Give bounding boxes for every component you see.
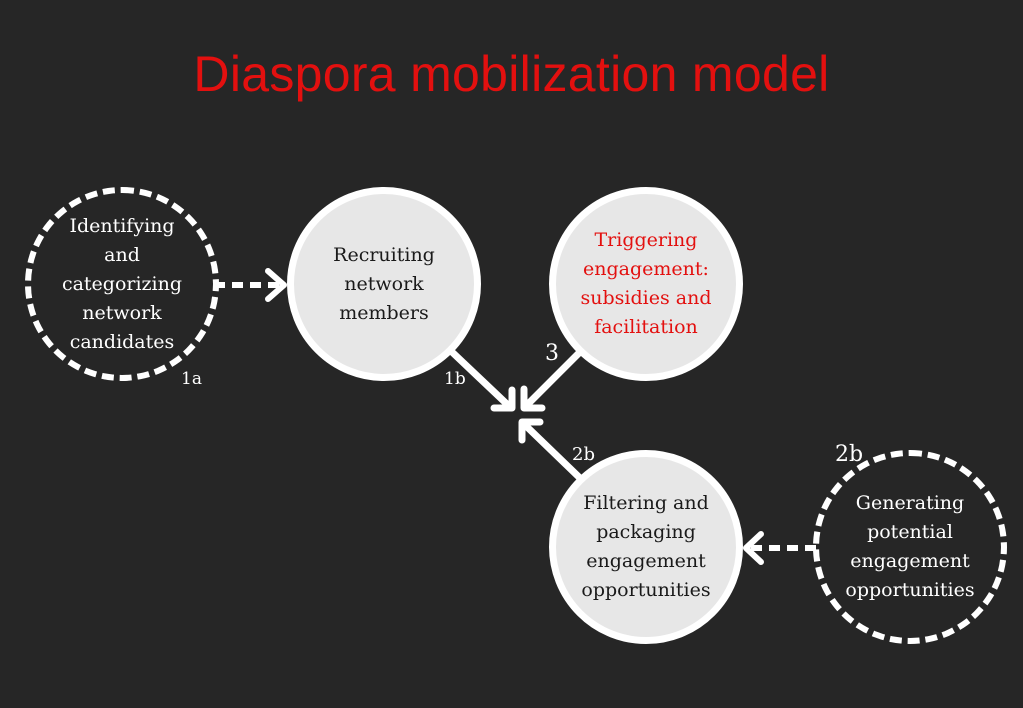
arrow-filter-to-center (518, 418, 586, 484)
node-recruiting-members: Recruiting network members (287, 187, 481, 381)
node-filtering-opportunities: Filtering and packaging engagement oppor… (549, 450, 743, 644)
node-identifying-candidates: Identifying and categorizing network can… (25, 187, 219, 381)
arrow-recruit-to-center (448, 348, 516, 412)
step-tag-2b-generate: 2b (835, 442, 864, 467)
node-recruiting-members-label: Recruiting network members (333, 243, 435, 324)
step-tag-1a: 1a (181, 369, 202, 389)
node-triggering-engagement: Triggering engagement: subsidies and fac… (549, 187, 743, 381)
node-filtering-opportunities-label: Filtering and packaging engagement oppor… (581, 492, 711, 601)
node-triggering-engagement-label: Triggering engagement: subsidies and fac… (580, 229, 712, 338)
node-generating-opportunities: Generating potential engagement opportun… (813, 450, 1007, 644)
node-identifying-candidates-label: Identifying and categorizing network can… (61, 214, 183, 353)
diagram-title: Diaspora mobilization model (193, 46, 830, 102)
arrow-trigger-to-center (520, 346, 586, 412)
node-generating-opportunities-label: Generating potential engagement opportun… (845, 492, 975, 601)
arrow-generate-to-filter (743, 531, 816, 565)
step-tag-2b-filter: 2b (572, 444, 595, 465)
arrow-identify-to-recruit (214, 268, 287, 302)
step-tag-1b: 1b (444, 369, 466, 389)
step-tag-3: 3 (545, 341, 559, 366)
